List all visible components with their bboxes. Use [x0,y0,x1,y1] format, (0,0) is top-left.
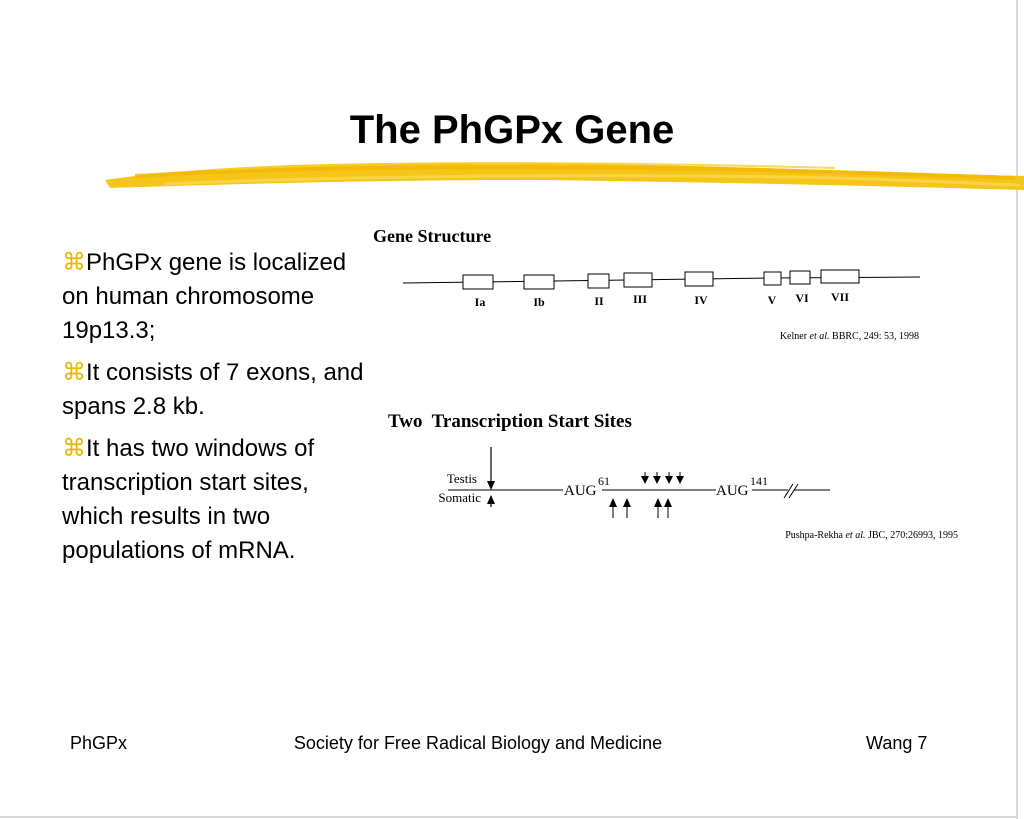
somatic-start-arrow [487,495,495,507]
exon-box-ii [587,273,610,289]
testis-label: Testis [447,471,477,486]
bullet-marker-icon: ⌘ [62,359,86,386]
up-arrow [664,498,672,518]
transcription-citation: Pushpa-Rekha et al. JBC, 270:26993, 1995 [785,530,958,541]
down-arrow [676,472,684,484]
up-arrow [609,498,617,518]
footer-right: Wang 7 [866,733,928,753]
down-arrow [653,472,661,484]
break-mark-2 [788,483,799,499]
bullet-item: ⌘It has two windows of transcription sta… [62,432,372,568]
exon-box-vii [820,269,860,284]
exon-label-vii: VII [831,290,849,304]
exon-label-ib: Ib [533,295,545,309]
down-arrow [641,472,649,484]
exon-label-ii: II [594,294,604,308]
aug-label-2: AUG [716,483,749,499]
footer-center: Society for Free Radical Biology and Med… [293,733,663,753]
exon-box-v [763,271,782,286]
testis-start-arrow [487,447,495,490]
transcription-heading: Two Transcription Start Sites [388,411,632,432]
bullet-text: It consists of 7 exons, and spans 2.8 kb… [62,359,364,420]
exon-box-ia [462,274,494,290]
slide-border-bottom [0,816,1018,818]
somatic-label: Somatic [438,490,481,505]
bullet-text: PhGPx gene is localized on human chromos… [62,249,347,344]
bullet-text: It has two windows of transcription star… [62,435,315,564]
down-arrow [665,472,673,484]
exon-box-vi [789,270,811,285]
exon-label-iii: III [633,292,647,306]
exon-box-iii [623,272,653,288]
bullet-item: ⌘PhGPx gene is localized on human chromo… [62,246,372,348]
up-arrow [654,498,662,518]
gene-structure-heading: Gene Structure [373,226,491,246]
slide-title: The PhGPx Gene [349,108,675,152]
footer-left: PhGPx [70,733,128,753]
exon-label-iv: IV [694,293,708,307]
title-underline-brush [105,162,1024,190]
up-arrow [623,498,631,518]
bullet-marker-icon: ⌘ [62,249,86,276]
downward-start-arrows [641,472,684,484]
bullet-list: ⌘PhGPx gene is localized on human chromo… [62,246,372,576]
break-mark-1 [783,483,794,499]
bullet-item: ⌘It consists of 7 exons, and spans 2.8 k… [62,356,372,424]
exon-label-ia: Ia [475,295,486,309]
slide-border-right [1016,0,1018,819]
aug-position-1: 61 [598,474,610,488]
exon-label-v: V [768,293,777,307]
gene-diagram: Gene Structure Ia Ib II III IV V VI VII … [373,226,958,541]
upward-start-arrows [609,498,672,518]
exon-label-vi: VI [795,291,809,305]
exon-box-ib [523,274,555,290]
bullet-marker-icon: ⌘ [62,435,86,462]
aug-label-1: AUG [564,483,597,499]
aug-position-2: 141 [750,474,768,488]
exon-box-iv [684,271,714,287]
gene-structure-citation: Kelner et al. BBRC, 249: 53, 1998 [780,331,919,342]
